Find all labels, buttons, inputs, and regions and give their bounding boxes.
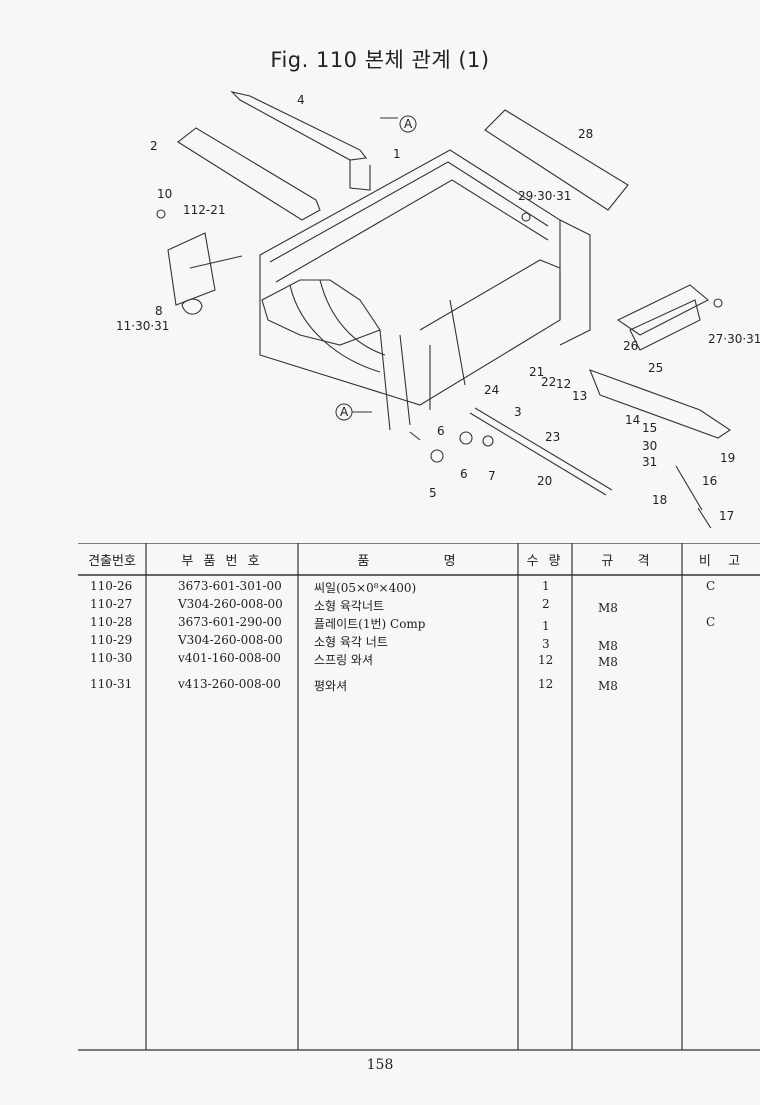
callout-label: 10 — [157, 187, 172, 201]
ref-cell: 110-31 — [90, 677, 133, 691]
spec-cell: M8 — [598, 639, 618, 653]
qty-cell: 1 — [542, 579, 550, 593]
note-cell: C — [706, 615, 716, 629]
callout-label: 13 — [572, 389, 587, 403]
part-no-cell: 3673-601-290-00 — [178, 615, 282, 629]
ref-cell: 110-30 — [90, 651, 133, 665]
callout-label: 26 — [623, 339, 638, 353]
ref-cell: 110-28 — [90, 615, 133, 629]
callout-label: 6 — [437, 424, 445, 438]
qty-cell: 3 — [542, 637, 550, 651]
view-marker-label: A — [404, 117, 413, 131]
table-rules — [78, 543, 760, 1051]
col-header-name: 품 명 — [357, 553, 459, 569]
callout-label: 19 — [720, 451, 735, 465]
table-row: 110-28 3673-601-290-00 플레이트(1번) Comp 1 C — [78, 615, 760, 633]
name-cell: 씨일(05×0⁸×400) — [314, 581, 417, 595]
col-header-part-no: 부 품 번 호 — [181, 553, 263, 569]
callout-label: 18 — [652, 493, 667, 507]
table-row: 110-30 v401-160-008-00 스프링 와셔 12 M8 — [78, 651, 760, 669]
name-cell: 플레이트(1번) Comp — [314, 617, 426, 631]
spec-cell: M8 — [598, 655, 618, 669]
callout-label: 8 — [155, 304, 163, 318]
table-row: 110-26 3673-601-301-00 씨일(05×0⁸×400) 1 C — [78, 579, 760, 597]
part-no-cell: v401-160-008-00 — [178, 651, 281, 665]
part-no-cell: 3673-601-301-00 — [178, 579, 282, 593]
view-marker-a-top — [399, 115, 417, 133]
callout-label: 22 — [541, 375, 556, 389]
name-cell: 소형 육각 너트 — [314, 635, 388, 649]
note-cell: C — [706, 579, 716, 593]
ref-cell: 110-26 — [90, 579, 133, 593]
callout-label: 112-21 — [183, 203, 226, 217]
spec-cell: M8 — [598, 679, 618, 693]
col-header-ref: 견출번호 — [88, 553, 136, 569]
qty-cell: 12 — [538, 677, 554, 691]
name-cell: 소형 육각너트 — [314, 599, 385, 613]
callout-label: 21 — [529, 365, 544, 379]
callout-label: 12 — [556, 377, 571, 391]
part-no-cell: v413-260-008-00 — [178, 677, 281, 691]
qty-cell: 2 — [542, 597, 550, 611]
ref-cell: 110-29 — [90, 633, 133, 647]
figure-title: Fig. 110 본체 관계 (1) — [270, 48, 490, 72]
callout-label: 15 — [642, 421, 657, 435]
col-header-qty: 수 량 — [526, 553, 564, 569]
callout-label: 1 — [393, 147, 401, 161]
callout-label: 4 — [297, 93, 305, 107]
spec-cell: M8 — [598, 601, 618, 615]
callout-label: 27·30·31 — [708, 332, 760, 346]
callout-label: 11·30·31 — [116, 319, 169, 333]
callout-label: 14 — [625, 413, 640, 427]
col-header-spec: 규 격 — [601, 553, 653, 569]
name-cell: 스프링 와셔 — [314, 653, 374, 667]
callout-label: 6 — [460, 467, 468, 481]
callout-label: 16 — [702, 474, 717, 488]
callout-label: 2 — [150, 139, 158, 153]
callout-label: 5 — [429, 486, 437, 500]
callout-label: 17 — [719, 509, 734, 523]
view-marker-label: A — [340, 405, 349, 419]
exploded-parts-diagram: A A 4 2 1 28 29·30·31 10 112-21 8 11·30·… — [116, 91, 760, 528]
page-number: 158 — [366, 1057, 394, 1073]
part-no-cell: V304-260-008-00 — [178, 597, 283, 611]
callout-label: 29·30·31 — [518, 189, 571, 203]
callout-label: 28 — [578, 127, 593, 141]
name-cell: 평와셔 — [314, 679, 348, 693]
callout-label: 25 — [648, 361, 663, 375]
callout-label: 20 — [537, 474, 552, 488]
view-marker-a-left — [335, 403, 353, 421]
qty-cell: 12 — [538, 653, 554, 667]
table-row: 110-27 V304-260-008-00 소형 육각너트 2 M8 — [78, 597, 760, 615]
parts-table: 견출번호 부 품 번 호 품 명 수 량 규 격 비 고 110-26 3673… — [78, 543, 760, 1051]
col-header-remarks: 비 고 — [698, 553, 744, 569]
ref-cell: 110-27 — [90, 597, 133, 611]
part-no-cell: V304-260-008-00 — [178, 633, 283, 647]
table-row: 110-29 V304-260-008-00 소형 육각 너트 3 M8 — [78, 633, 760, 653]
callout-label: 30 — [642, 439, 657, 453]
callout-label: 23 — [545, 430, 560, 444]
callout-label: 7 — [488, 469, 496, 483]
callout-label: 31 — [642, 455, 657, 469]
qty-cell: 1 — [542, 619, 550, 633]
callout-label: 24 — [484, 383, 499, 397]
callout-label: 3 — [514, 405, 522, 419]
table-row: 110-31 v413-260-008-00 평와셔 12 M8 — [78, 677, 760, 695]
